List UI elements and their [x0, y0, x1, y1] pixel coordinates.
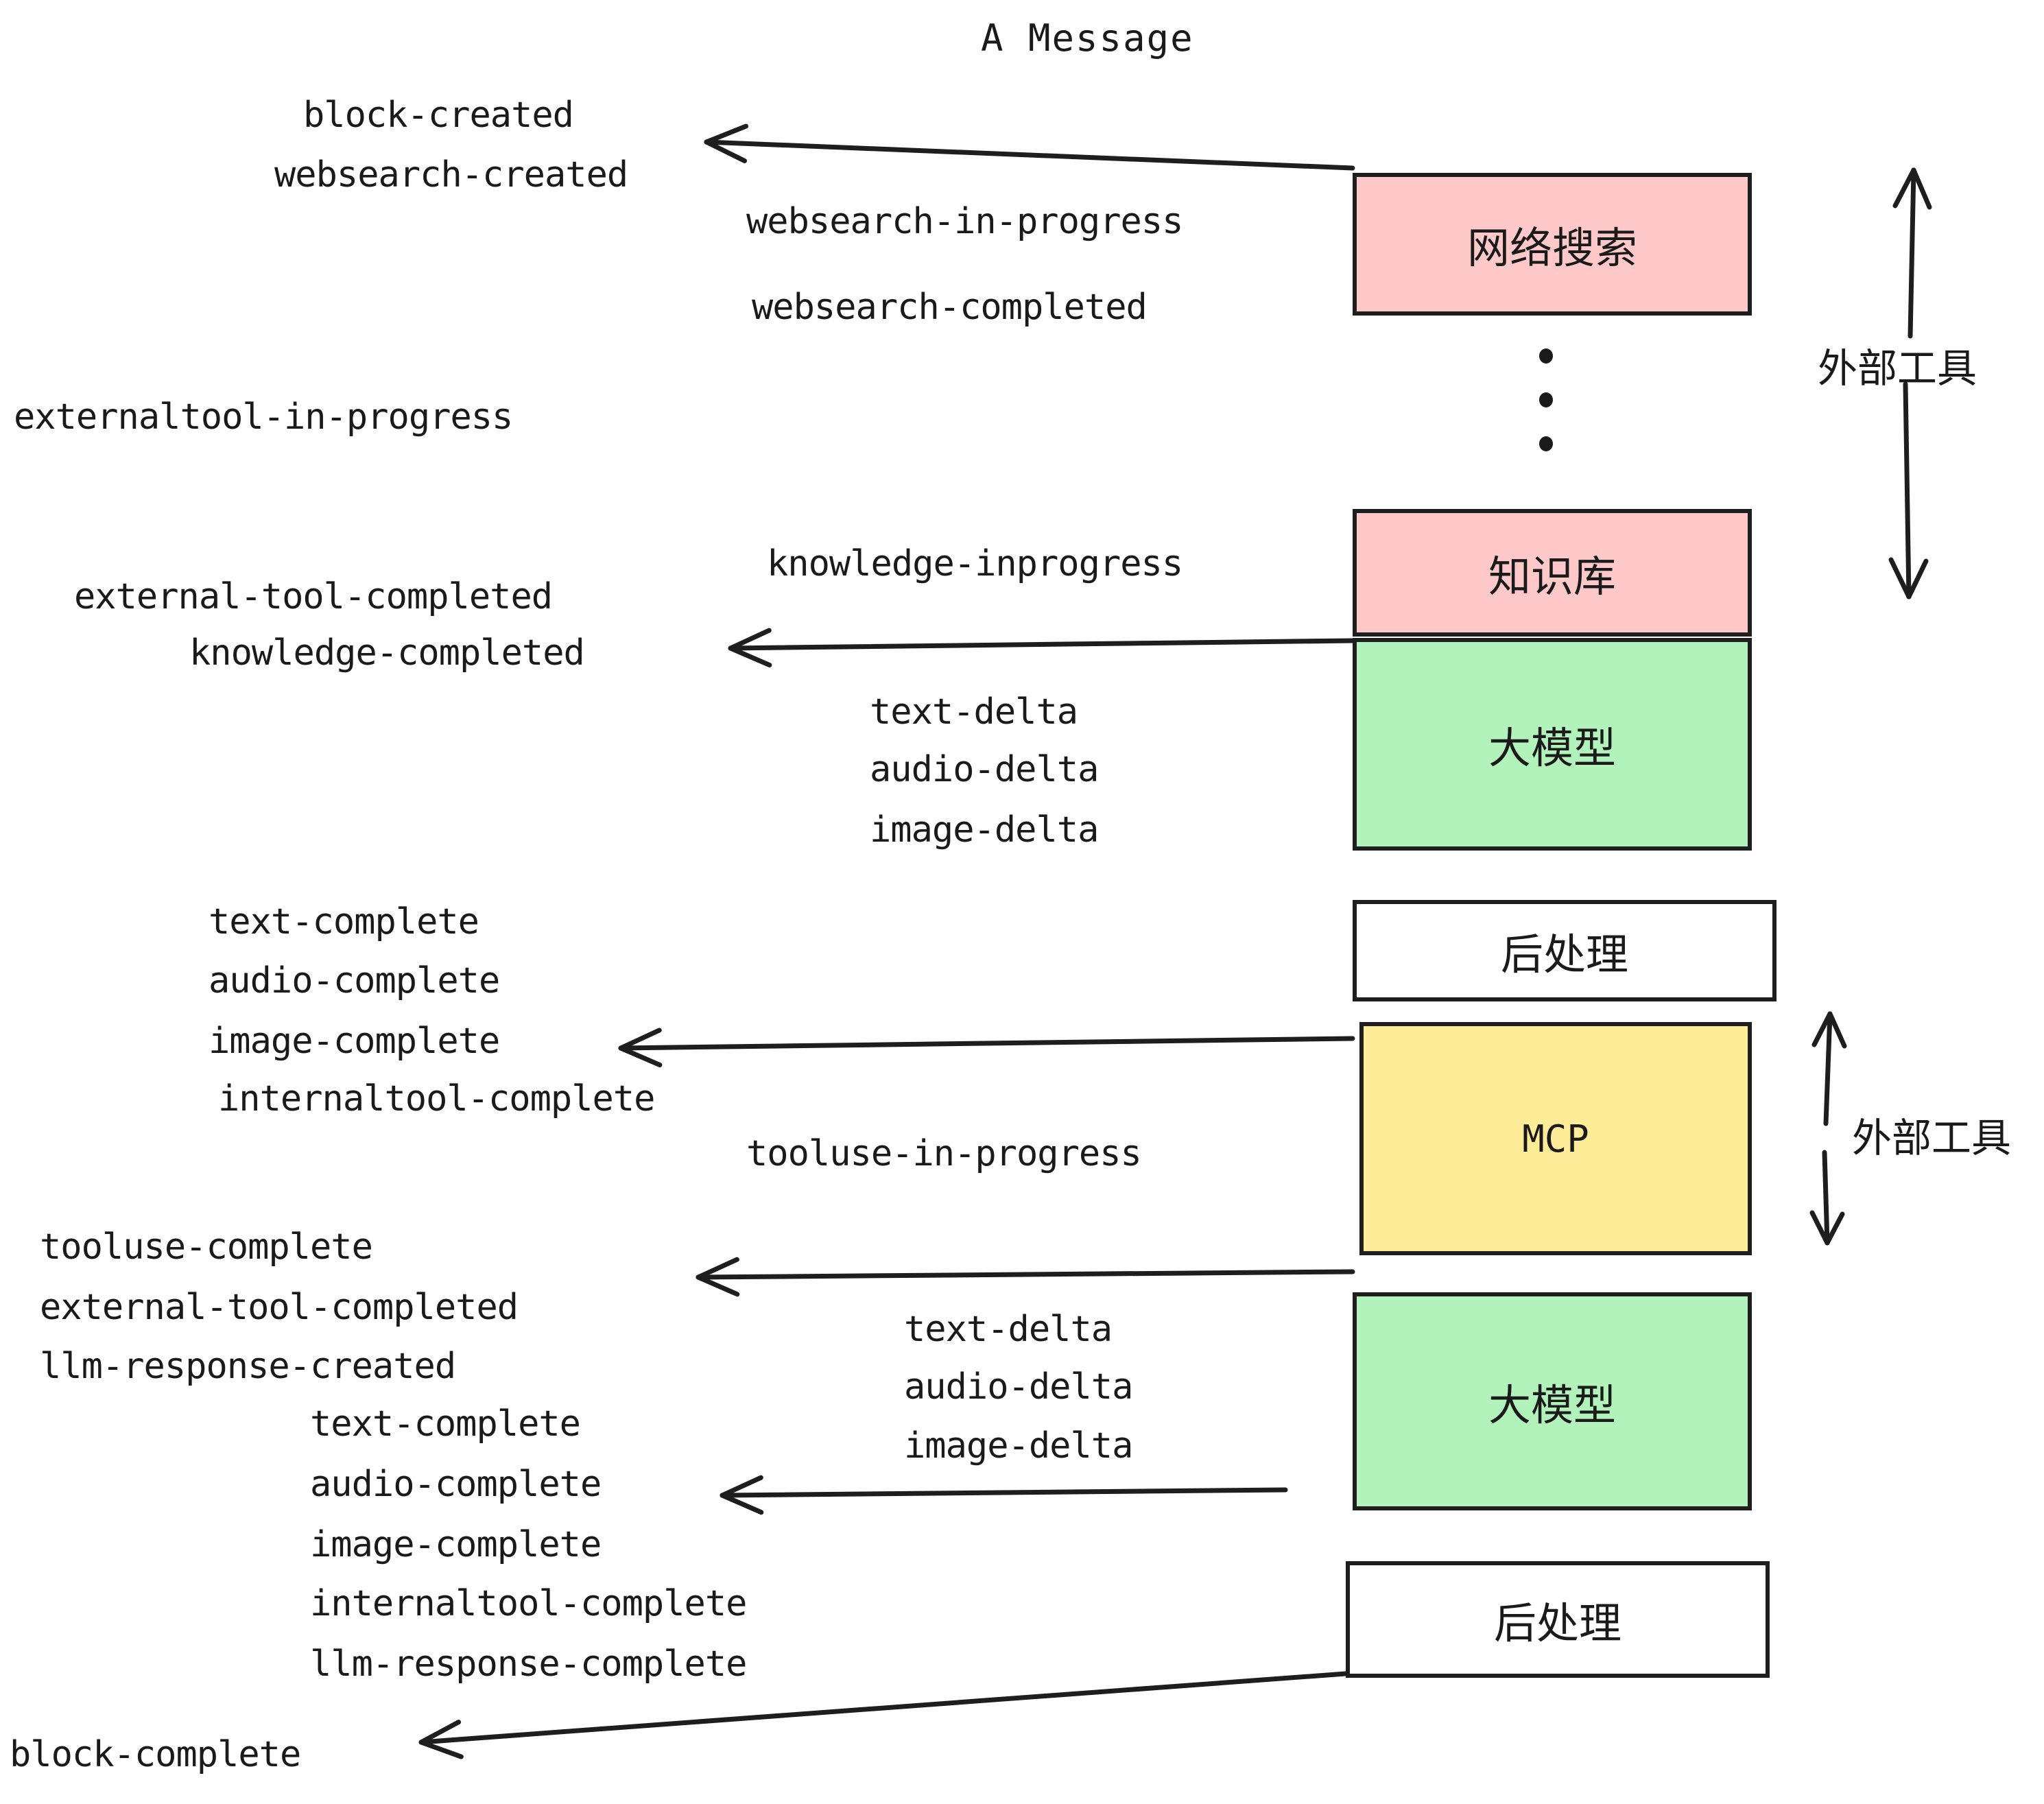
event-label-image-delta-2: image-delta — [904, 1425, 1133, 1467]
event-label-block-created: block-created — [303, 95, 574, 136]
box-label-mcp: MCP — [1522, 1117, 1589, 1161]
box-knowledge: 知识库 — [1353, 509, 1752, 637]
box-label-websearch: 网络搜索 — [1466, 223, 1637, 273]
box-llm-2: 大模型 — [1353, 1292, 1752, 1510]
event-label-audio-complete-1: audio-complete — [209, 960, 500, 1001]
event-label-block-complete: block-complete — [10, 1734, 301, 1775]
event-label-image-complete-1: image-complete — [209, 1021, 500, 1062]
event-label-external-tool-completed-2: external-tool-completed — [40, 1287, 519, 1328]
event-label-internaltool-complete-1: internaltool-complete — [218, 1078, 655, 1119]
event-label-llm-response-created: llm-response-created — [40, 1346, 456, 1387]
box-llm-1: 大模型 — [1353, 638, 1752, 851]
event-label-text-complete-2: text-complete — [310, 1403, 581, 1445]
box-label-llm-2: 大模型 — [1488, 1380, 1616, 1430]
box-label-knowledge: 知识库 — [1488, 551, 1616, 602]
event-label-websearch-created: websearch-created — [274, 154, 628, 195]
box-label-postprocess-1: 后处理 — [1500, 929, 1628, 980]
event-label-llm-response-complete: llm-response-complete — [310, 1643, 747, 1685]
event-label-websearch-completed: websearch-completed — [752, 287, 1148, 328]
event-label-external-tool-completed-1: external-tool-completed — [74, 576, 553, 617]
vertical-ellipsis-icon — [1538, 348, 1554, 451]
event-label-text-complete-1: text-complete — [209, 901, 479, 942]
box-websearch: 网络搜索 — [1353, 173, 1752, 316]
arrow-mcp-to-tooluse — [696, 1257, 1355, 1297]
event-label-websearch-in-progress: websearch-in-progress — [746, 201, 1183, 242]
page-title: A Message — [981, 16, 1194, 60]
box-mcp: MCP — [1359, 1022, 1752, 1255]
event-label-knowledge-inprogress: knowledge-inprogress — [767, 543, 1183, 584]
bracket-label-external-tools-top: 外部工具 — [1818, 345, 1977, 392]
ellipsis-dot — [1539, 348, 1553, 364]
bracket-label-external-tools-bottom: 外部工具 — [1852, 1115, 2012, 1161]
event-label-knowledge-completed: knowledge-completed — [189, 632, 585, 674]
event-label-image-delta-1: image-delta — [870, 809, 1099, 851]
event-label-tooluse-complete: tooluse-complete — [40, 1226, 373, 1268]
bracket-external-tools-bottom — [1809, 1011, 1847, 1246]
event-label-audio-delta-2: audio-delta — [904, 1366, 1133, 1408]
arrow-post2-to-block — [418, 1671, 1348, 1759]
event-label-image-complete-2: image-complete — [310, 1524, 602, 1565]
ellipsis-dot — [1539, 436, 1553, 451]
arrow-websearch-to-block — [704, 123, 1355, 171]
arrow-mcp-to-image — [618, 1028, 1355, 1068]
event-label-audio-complete-2: audio-complete — [310, 1464, 602, 1505]
event-label-externaltool-in-progress: externaltool-in-progress — [14, 396, 513, 438]
box-postprocess-1: 后处理 — [1353, 900, 1776, 1001]
arrow-llm2-to-audio — [720, 1475, 1288, 1515]
event-label-audio-delta-1: audio-delta — [870, 749, 1099, 790]
event-label-text-delta-1: text-delta — [870, 691, 1078, 733]
arrow-knowledge-to-events — [728, 628, 1355, 668]
event-label-text-delta-2: text-delta — [904, 1309, 1113, 1350]
event-label-internaltool-complete-2: internaltool-complete — [310, 1583, 747, 1624]
ellipsis-dot — [1539, 392, 1553, 407]
box-label-postprocess-2: 后处理 — [1493, 1598, 1621, 1648]
box-label-llm-1: 大模型 — [1488, 723, 1616, 773]
event-label-tooluse-in-progress: tooluse-in-progress — [746, 1133, 1142, 1174]
box-postprocess-2: 后处理 — [1346, 1561, 1770, 1678]
